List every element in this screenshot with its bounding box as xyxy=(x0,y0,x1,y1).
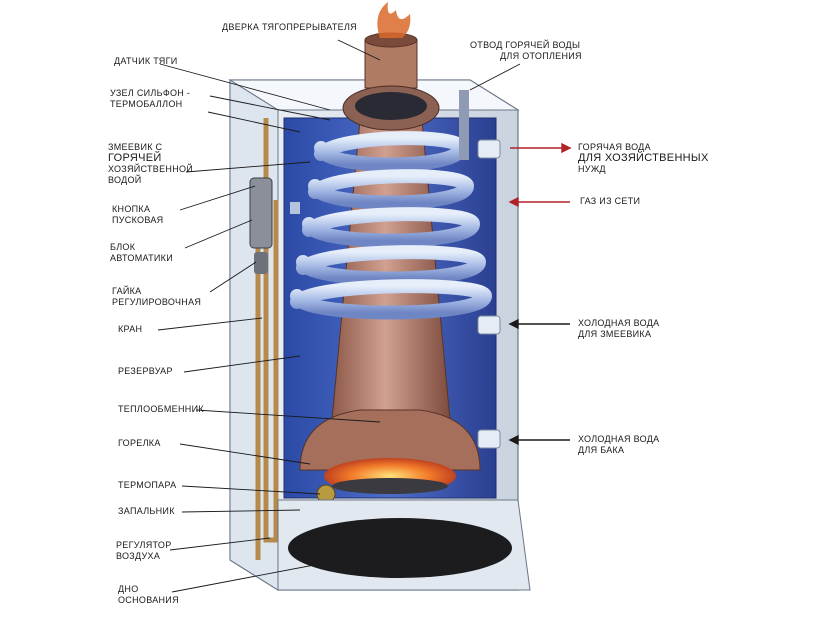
label-tank: РЕЗЕРВУАР xyxy=(118,366,173,376)
label-valve: КРАН xyxy=(118,324,143,334)
label-gas-supply: ГАЗ ИЗ СЕТИ xyxy=(580,196,641,206)
pipe-connectors xyxy=(290,90,501,449)
label-burner: ГОРЕЛКА xyxy=(118,438,161,448)
automation-block xyxy=(249,177,273,274)
coil-turn xyxy=(296,245,487,286)
coil-turn xyxy=(308,169,475,210)
coil-turn xyxy=(302,207,481,248)
heating-coil xyxy=(290,131,493,320)
flow-arrows xyxy=(508,142,572,446)
leader-lines xyxy=(157,39,521,593)
label-heat-exchanger: ТЕПЛООБМЕННИК xyxy=(118,404,204,414)
base-plate xyxy=(277,499,531,591)
label-bellows: УЗЕЛ СИЛЬФОН -ТЕРМОБАЛЛОН xyxy=(110,88,191,109)
label-thermocouple: ТЕРМОПАРА xyxy=(118,480,177,490)
flue-cap xyxy=(342,2,440,131)
label-draft-sensor: ДАТЧИК ТЯГИ xyxy=(114,56,178,66)
coil-turn xyxy=(290,279,493,320)
label-damper-door: ДВЕРКА ТЯГОПРЕРЫВАТЕЛЯ xyxy=(222,22,357,32)
label-igniter: ЗАПАЛЬНИК xyxy=(118,506,175,516)
